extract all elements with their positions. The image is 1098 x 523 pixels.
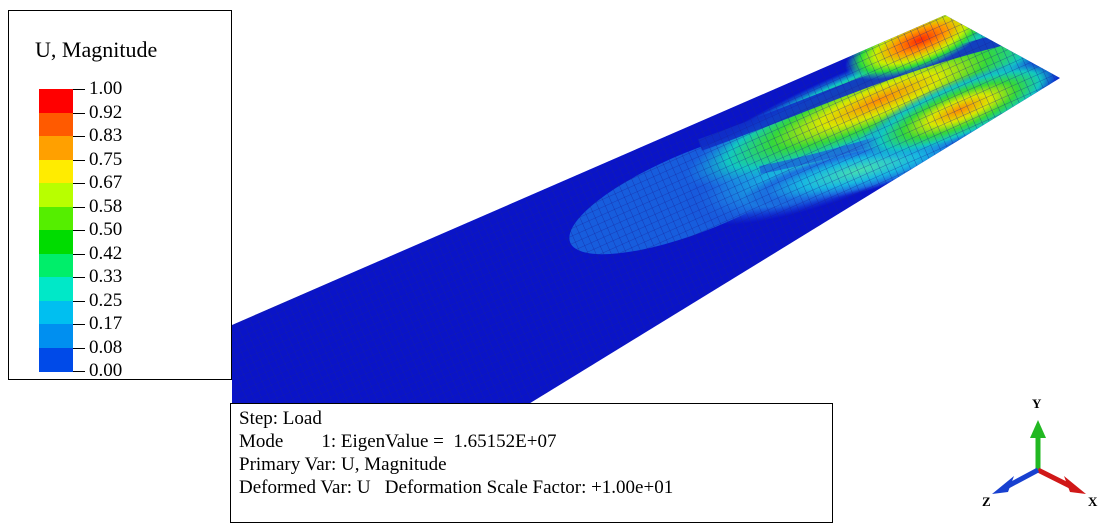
legend-swatch [39,324,73,348]
legend-swatch [39,89,73,113]
axis-triad: Y X Z [970,390,1098,509]
y-axis-label: Y [1032,396,1042,411]
z-axis-arrowhead [992,476,1014,494]
legend-tick [73,206,85,208]
legend-label: 0.17 [89,313,123,334]
legend-swatch [39,300,73,325]
x-axis-label: X [1088,494,1098,509]
legend-label: 0.92 [89,101,123,123]
info-panel: Step: Load Mode 1: EigenValue = 1.65152E… [230,403,833,523]
legend-label: 0.83 [89,125,123,146]
legend-title: U, Magnitude [35,37,158,62]
info-primary-var: Primary Var: U, Magnitude [239,454,447,475]
info-step: Step: Load [239,408,322,429]
x-axis-arrow [1036,467,1072,489]
legend-tick [73,183,85,184]
z-axis-arrow [1006,467,1040,489]
legend-tick [73,136,85,137]
legend-tick [73,112,85,114]
legend-tick [73,347,85,349]
legend-swatch [39,159,73,184]
legend-swatch [39,277,73,301]
info-mode: Mode 1: EigenValue = 1.65152E+07 [239,431,557,452]
legend-color-bar [39,89,73,372]
legend-tick [73,230,85,231]
x-axis-arrowhead [1064,476,1086,494]
deformed-plate-model[interactable] [0,0,1098,509]
legend-swatch [39,183,73,207]
legend-tick [73,159,85,161]
legend-tick [73,371,85,372]
triad-icon [992,420,1086,494]
legend-label: 0.33 [89,266,123,287]
z-axis-label: Z [982,494,991,509]
legend-tick [73,253,85,255]
legend-label: 0.67 [89,172,123,193]
legend-label: 0.00 [89,360,123,381]
legend-label: 0.08 [89,336,123,358]
legend-swatch [39,253,73,278]
info-deformed-var: Deformed Var: U Deformation Scale Factor… [239,477,674,498]
legend-label: 0.58 [89,195,123,217]
legend-label: 0.75 [89,148,123,170]
legend-label: 0.50 [89,219,123,240]
legend-label: 0.25 [89,289,123,311]
legend-tick [73,324,85,325]
legend-tick [73,277,85,278]
legend-label: 1.00 [89,78,123,99]
legend-swatch [39,112,73,137]
legend-tick [73,300,85,302]
legend-tick [73,89,85,90]
legend-swatch [39,136,73,160]
legend-swatch [39,206,73,231]
legend-label: 0.42 [89,242,123,264]
legend-swatch [39,347,73,372]
y-axis-arrowhead [1030,420,1046,438]
legend-swatch [39,230,73,254]
